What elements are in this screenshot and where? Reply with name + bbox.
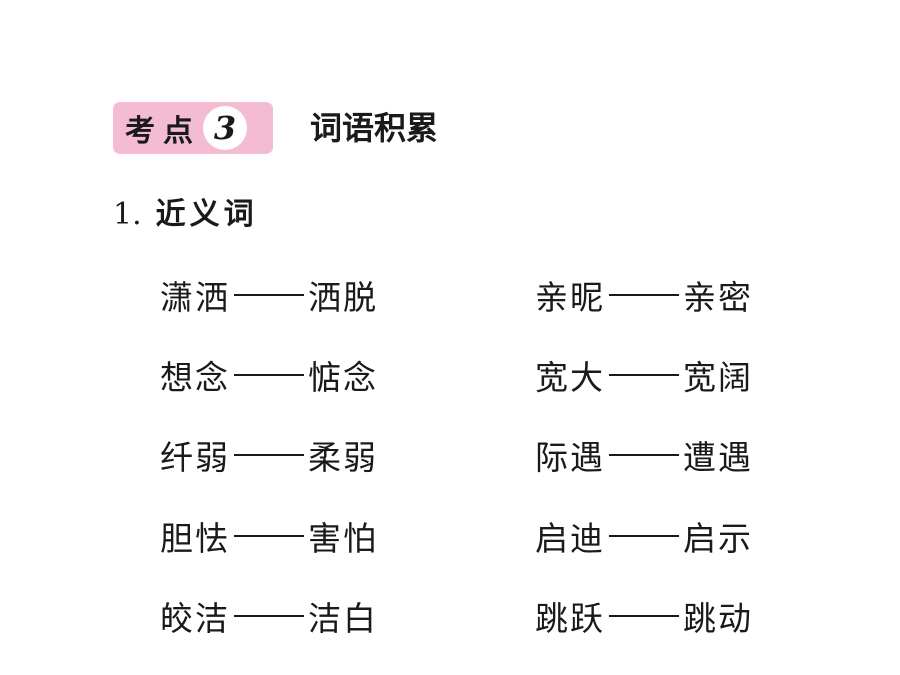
word-a: 亲昵 bbox=[535, 278, 605, 317]
word-b: 跳动 bbox=[683, 599, 753, 638]
badge-label: 考点 bbox=[125, 114, 201, 149]
word-b: 亲密 bbox=[683, 278, 753, 317]
synonym-pair: 宽大 宽阔 bbox=[535, 351, 753, 399]
synonym-pair: 跳跃 跳动 bbox=[535, 592, 753, 640]
section-title: 词语积累 bbox=[310, 109, 439, 147]
dash-separator bbox=[234, 615, 304, 617]
dash-separator bbox=[234, 294, 304, 296]
synonym-pair: 纤弱 柔弱 bbox=[160, 431, 378, 479]
dash-separator bbox=[609, 615, 679, 617]
word-b: 洒脱 bbox=[308, 278, 378, 317]
word-b: 启示 bbox=[683, 519, 753, 558]
word-a: 想念 bbox=[160, 358, 230, 397]
subheading-number: 1. bbox=[113, 197, 142, 232]
word-b: 害怕 bbox=[308, 519, 378, 558]
word-b: 宽阔 bbox=[683, 358, 753, 397]
subheading: 1. 近义词 bbox=[113, 192, 258, 238]
dash-separator bbox=[234, 535, 304, 537]
word-a: 启迪 bbox=[535, 519, 605, 558]
synonym-pair: 皎洁 洁白 bbox=[160, 592, 378, 640]
synonym-pair: 启迪 启示 bbox=[535, 512, 753, 560]
synonym-pair: 际遇 遭遇 bbox=[535, 431, 753, 479]
dash-separator bbox=[609, 535, 679, 537]
synonym-pair: 潇洒 洒脱 bbox=[160, 271, 378, 319]
word-b: 柔弱 bbox=[308, 438, 378, 477]
badge-number: 3 bbox=[203, 106, 247, 150]
word-b: 洁白 bbox=[308, 599, 378, 638]
section-badge: 考点 3 bbox=[113, 102, 273, 154]
word-a: 际遇 bbox=[535, 438, 605, 477]
dash-separator bbox=[609, 374, 679, 376]
dash-separator bbox=[609, 294, 679, 296]
synonym-pair: 想念 惦念 bbox=[160, 351, 378, 399]
word-b: 惦念 bbox=[308, 358, 378, 397]
word-a: 宽大 bbox=[535, 358, 605, 397]
dash-separator bbox=[234, 454, 304, 456]
synonym-pair: 胆怯 害怕 bbox=[160, 512, 378, 560]
dash-separator bbox=[609, 454, 679, 456]
word-a: 纤弱 bbox=[160, 438, 230, 477]
dash-separator bbox=[234, 374, 304, 376]
word-a: 胆怯 bbox=[160, 519, 230, 558]
word-b: 遭遇 bbox=[683, 438, 753, 477]
synonym-pair: 亲昵 亲密 bbox=[535, 271, 753, 319]
word-a: 皎洁 bbox=[160, 599, 230, 638]
word-a: 跳跃 bbox=[535, 599, 605, 638]
word-a: 潇洒 bbox=[160, 278, 230, 317]
subheading-text: 近义词 bbox=[155, 197, 258, 232]
